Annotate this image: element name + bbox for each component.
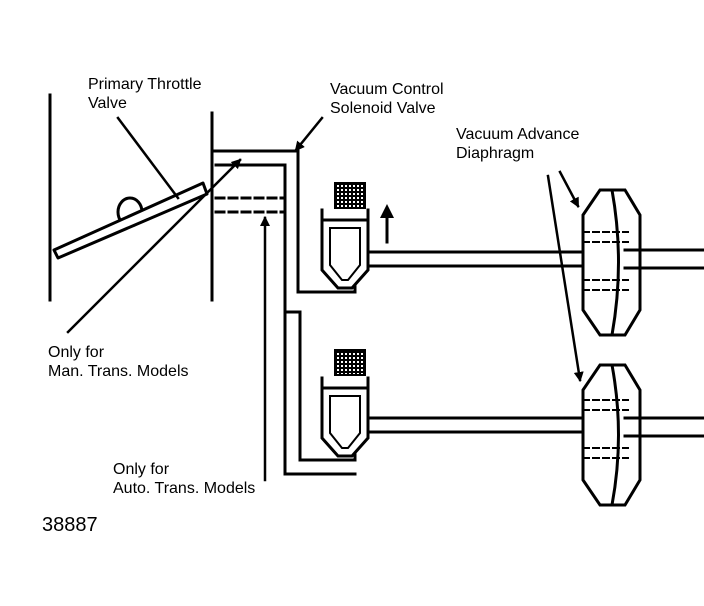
auto-trans-port <box>214 196 287 214</box>
leader-man-trans <box>66 158 242 334</box>
label-vacuum-advance-diaphragm: Vacuum Advance Diaphragm <box>456 126 580 162</box>
leader-diaphragm-upper <box>558 170 580 208</box>
leader-diaphragm-lower <box>546 174 584 382</box>
label-vacuum-control-solenoid-valve: Vacuum Control Solenoid Valve <box>330 81 444 117</box>
label-primary-throttle-valve: Primary Throttle Valve <box>88 76 202 112</box>
label-only-for-man-trans: Only for Man. Trans. Models <box>48 344 189 380</box>
throttle-body-wall <box>210 111 300 302</box>
vacuum-advance-diaphragm-upper <box>581 188 704 337</box>
vacuum-advance-diaphragm-lower <box>581 363 704 507</box>
label-only-for-auto-trans: Only for Auto. Trans. Models <box>113 461 256 497</box>
primary-throttle-valve <box>52 181 209 260</box>
solenoid-valve-upper <box>320 182 370 290</box>
vacuum-hose-lower <box>283 280 357 476</box>
flow-arrow-up <box>380 204 394 244</box>
leader-primary-throttle <box>116 116 180 200</box>
solenoid-valve-lower <box>320 349 370 458</box>
hose-to-upper-diaphragm <box>366 250 584 268</box>
hose-to-lower-diaphragm <box>366 416 584 434</box>
figure-number: 38887 <box>42 514 98 536</box>
leader-solenoid-valve <box>294 116 324 152</box>
